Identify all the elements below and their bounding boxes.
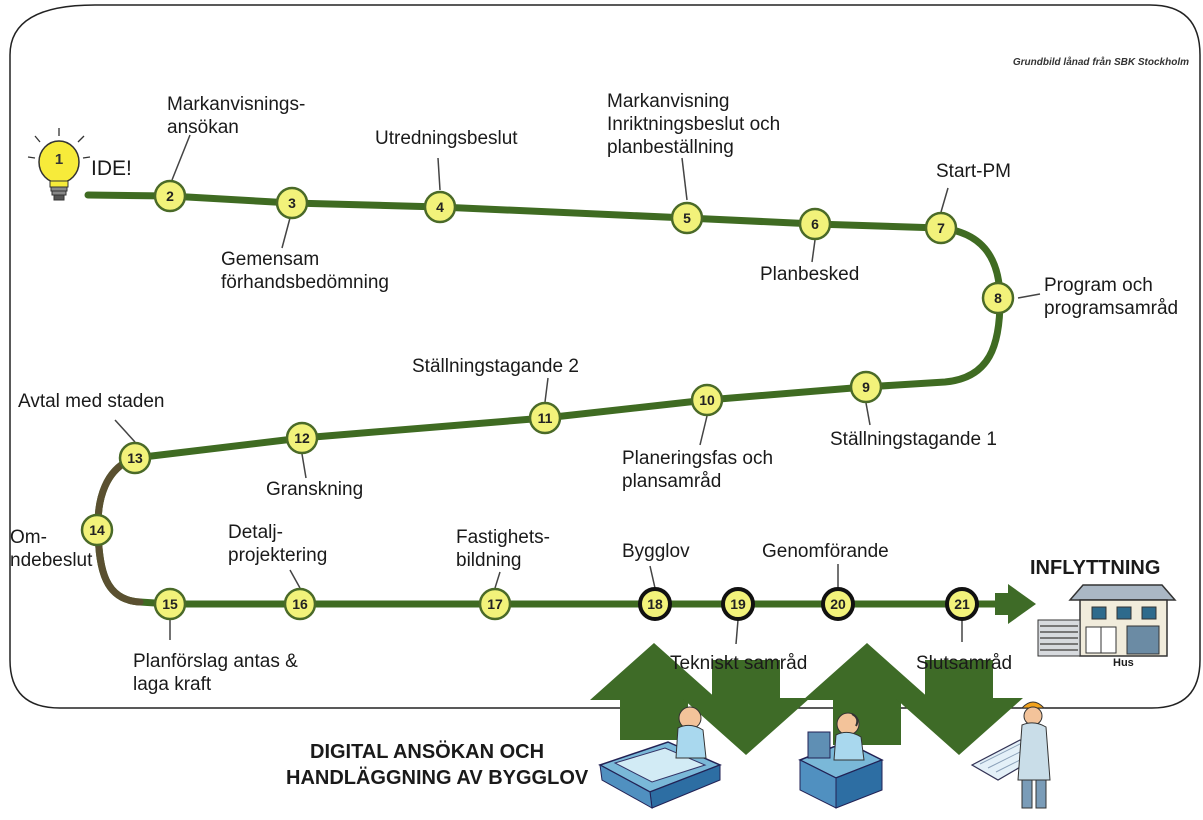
bottom-title-line-2: HANDLÄGGNING AV BYGGLOV — [286, 767, 589, 789]
step-label-12: Granskning — [266, 479, 364, 500]
step-label-6: Planbesked — [760, 264, 860, 285]
step-node-11 — [528, 401, 562, 435]
end-arrow — [995, 584, 1036, 624]
step-label-4: Utredningsbeslut — [375, 128, 518, 149]
step-label-14: Om- ndebeslut — [10, 527, 93, 571]
step-node-number-20: 20 — [830, 596, 846, 612]
step-node-number-5: 5 — [683, 210, 691, 226]
step-label-13: Avtal med staden — [18, 391, 165, 412]
step-node-4 — [423, 190, 457, 224]
step-node-number-10: 10 — [699, 392, 715, 408]
step-label-20: Genomförande — [762, 541, 889, 562]
step-label-21: Slutsamråd — [916, 653, 1013, 674]
step-node-number-15: 15 — [162, 596, 178, 612]
step-node-number-1: 1 — [55, 151, 63, 168]
start-label: IDE! — [91, 157, 132, 180]
step-node-number-16: 16 — [292, 596, 308, 612]
step-node-19 — [721, 587, 755, 621]
step-node-14 — [80, 513, 114, 547]
step-label-2: Markanvisnings- ansökan — [167, 94, 306, 138]
step-node-9 — [849, 370, 883, 404]
step-node-number-14: 14 — [89, 522, 105, 538]
step-node-5 — [670, 201, 704, 235]
step-node-3 — [275, 186, 309, 220]
down-arrow-left — [682, 660, 810, 755]
step-node-21 — [945, 587, 979, 621]
step-node-10 — [690, 383, 724, 417]
end-label: INFLYTTNING — [1030, 557, 1161, 579]
step-label-8: Program och programsamråd — [1044, 275, 1179, 319]
step-node-number-9: 9 — [862, 379, 870, 395]
step-node-17 — [478, 587, 512, 621]
step-node-number-7: 7 — [937, 220, 945, 236]
step-label-17: Fastighets- bildning — [456, 527, 550, 571]
step-node-number-12: 12 — [294, 430, 310, 446]
step-node-15 — [153, 587, 187, 621]
step-node-8 — [981, 281, 1015, 315]
step-node-number-11: 11 — [538, 410, 553, 426]
person-at-computer-icon — [798, 712, 884, 809]
step-label-5: Markanvisning Inriktningsbeslut och plan… — [607, 91, 781, 158]
step-node-number-2: 2 — [166, 188, 174, 204]
leader-lines — [114, 134, 1041, 645]
step-label-9: Ställningstagande 1 — [830, 429, 997, 450]
step-node-6 — [798, 207, 832, 241]
step-node-number-4: 4 — [436, 199, 444, 215]
step-label-11: Ställningstagande 2 — [412, 356, 579, 377]
person-with-plans-icon — [598, 706, 722, 809]
step-node-number-17: 17 — [487, 596, 503, 612]
step-label-10: Planeringsfas och plansamråd — [622, 448, 774, 492]
step-node-20 — [821, 587, 855, 621]
step-label-16: Detalj- projektering — [228, 522, 328, 566]
step-node-13 — [118, 441, 152, 475]
step-label-19: Tekniskt samråd — [670, 653, 808, 674]
step-node-number-19: 19 — [730, 596, 746, 612]
step-label-15: Planförslag antas & laga kraft — [133, 651, 298, 695]
step-node-number-18: 18 — [647, 596, 663, 612]
credit-note: Grundbild lånad från SBK Stockholm — [1012, 57, 1189, 68]
step-node-number-8: 8 — [994, 290, 1002, 306]
step-node-number-21: 21 — [954, 596, 970, 612]
step-node-number-6: 6 — [811, 216, 819, 232]
bottom-title-line-1: DIGITAL ANSÖKAN OCH — [310, 741, 545, 763]
step-node-number-13: 13 — [127, 450, 143, 466]
step-label-7: Start-PM — [936, 161, 1011, 182]
down-arrow-right — [895, 660, 1023, 755]
step-node-16 — [283, 587, 317, 621]
step-node-7 — [924, 211, 958, 245]
step-node-number-3: 3 — [288, 195, 296, 211]
step-label-3: Gemensam förhandsbedömning — [221, 249, 389, 293]
step-node-12 — [285, 421, 319, 455]
diagram-frame — [9, 4, 1201, 709]
step-label-18: Bygglov — [622, 541, 690, 562]
step-node-18 — [638, 587, 672, 621]
house-icon — [1037, 584, 1177, 657]
step-node-2 — [153, 179, 187, 213]
house-label: Hus — [1113, 657, 1134, 669]
lightbulb-icon — [27, 128, 91, 201]
up-arrow-right — [803, 643, 931, 745]
construction-worker-icon — [970, 701, 1051, 809]
